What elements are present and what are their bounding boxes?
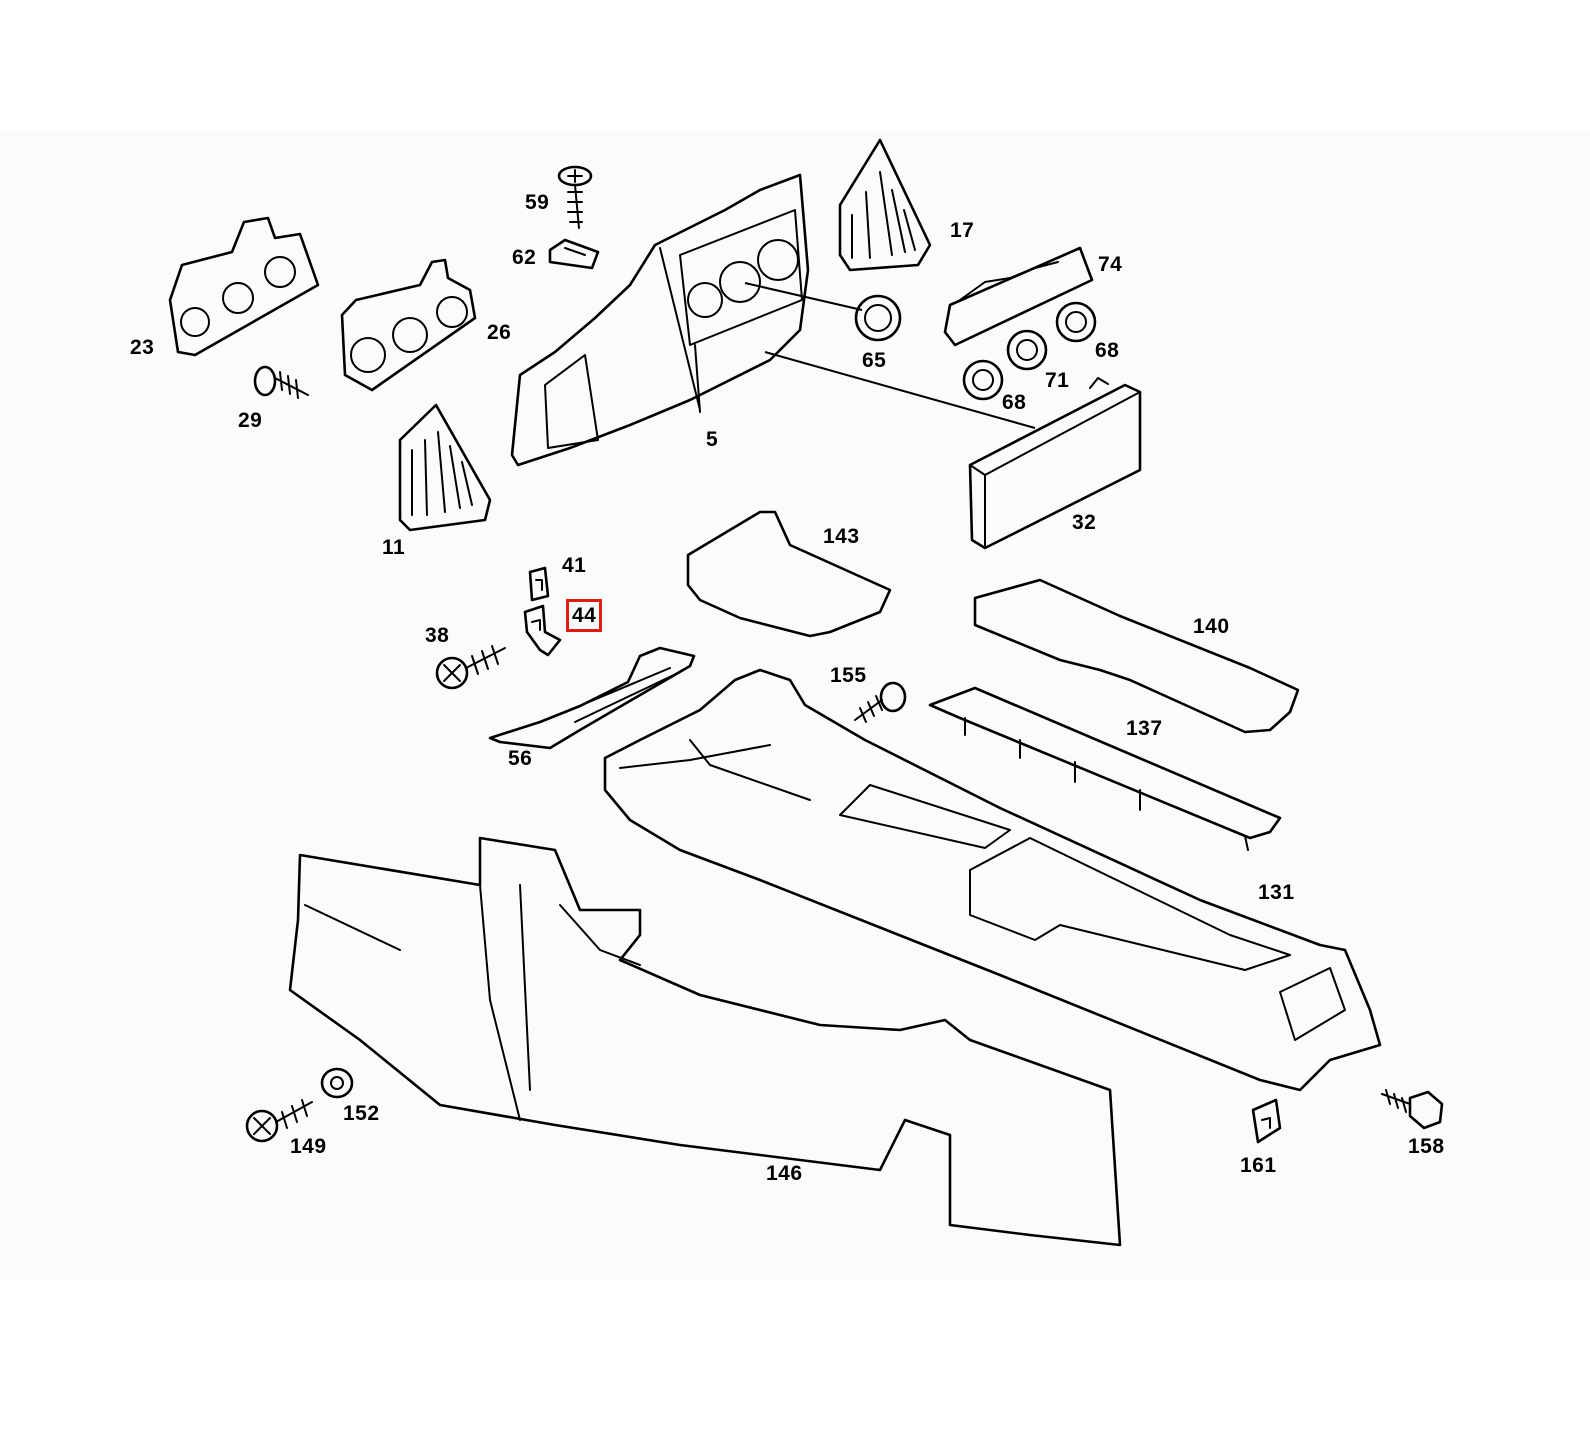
part-label-74[interactable]: 74 bbox=[1098, 253, 1123, 276]
part-68-ring-top[interactable] bbox=[1055, 301, 1097, 343]
part-label-59[interactable]: 59 bbox=[525, 191, 550, 214]
part-140-lower-trim[interactable] bbox=[288, 836, 1122, 1247]
part-23-bezel[interactable] bbox=[168, 216, 320, 357]
part-label-149[interactable]: 149 bbox=[290, 1135, 327, 1158]
part-143-tray-insert[interactable] bbox=[686, 510, 892, 638]
part-59-screw[interactable] bbox=[557, 165, 593, 229]
part-label-161[interactable]: 161 bbox=[1240, 1154, 1277, 1177]
part-62-clip[interactable] bbox=[548, 238, 600, 270]
part-38-screw[interactable] bbox=[435, 645, 506, 690]
part-131-center-console[interactable] bbox=[603, 668, 1382, 1092]
part-label-71[interactable]: 71 bbox=[1045, 369, 1070, 392]
part-label-143[interactable]: 143 bbox=[823, 525, 860, 548]
part-label-146[interactable]: 140 bbox=[1193, 615, 1230, 638]
part-label-41[interactable]: 41 bbox=[562, 554, 587, 577]
part-label-32[interactable]: 32 bbox=[1072, 511, 1097, 534]
part-label-26[interactable]: 26 bbox=[487, 321, 512, 344]
part-155-screw[interactable] bbox=[854, 681, 907, 723]
part-label-38[interactable]: 38 bbox=[425, 624, 450, 647]
part-label-152[interactable]: 152 bbox=[343, 1102, 380, 1125]
part-label-155[interactable]: 155 bbox=[830, 664, 867, 687]
part-11-vent[interactable] bbox=[398, 403, 492, 532]
part-label-65[interactable]: 65 bbox=[862, 349, 887, 372]
part-label-68-bottom[interactable]: 68 bbox=[1002, 391, 1027, 414]
part-label-158[interactable]: 158 bbox=[1408, 1135, 1445, 1158]
part-137-trim-rail[interactable] bbox=[928, 686, 1282, 851]
part-26-plate[interactable] bbox=[340, 258, 477, 392]
part-146-armrest[interactable] bbox=[973, 578, 1300, 734]
leader-65 bbox=[744, 282, 863, 311]
part-29-screw[interactable] bbox=[253, 365, 309, 399]
part-41-clip[interactable] bbox=[528, 566, 550, 602]
part-65-grommet[interactable] bbox=[854, 294, 902, 342]
part-label-44-highlighted[interactable]: 44 bbox=[565, 599, 603, 632]
part-74-switch-strip[interactable] bbox=[943, 246, 1094, 347]
part-label-17[interactable]: 17 bbox=[950, 219, 975, 242]
part-56-bracket[interactable] bbox=[488, 646, 696, 750]
part-17-vent[interactable] bbox=[838, 138, 932, 272]
part-68-ring-bottom[interactable] bbox=[962, 359, 1004, 401]
part-44-clip[interactable] bbox=[523, 604, 562, 657]
part-label-62[interactable]: 62 bbox=[512, 246, 537, 269]
part-label-131[interactable]: 131 bbox=[1258, 881, 1295, 904]
part-label-140[interactable]: 146 bbox=[766, 1162, 803, 1185]
part-label-68-top[interactable]: 68 bbox=[1095, 339, 1120, 362]
part-149-screw[interactable] bbox=[245, 1099, 313, 1143]
part-5-center-panel[interactable] bbox=[510, 173, 810, 467]
part-label-5[interactable]: 5 bbox=[706, 428, 719, 451]
part-label-137[interactable]: 137 bbox=[1126, 717, 1163, 740]
part-152-washer[interactable] bbox=[320, 1067, 354, 1099]
part-161-clip[interactable] bbox=[1251, 1098, 1282, 1144]
part-158-bolt[interactable] bbox=[1381, 1089, 1444, 1130]
part-label-11[interactable]: 11 bbox=[382, 536, 406, 559]
part-32-storage-box[interactable] bbox=[968, 377, 1142, 550]
part-label-29[interactable]: 29 bbox=[238, 409, 263, 432]
leader-32 bbox=[764, 351, 1036, 429]
part-71-ring[interactable] bbox=[1006, 329, 1048, 371]
part-label-56[interactable]: 56 bbox=[508, 747, 533, 770]
part-label-23[interactable]: 23 bbox=[130, 336, 155, 359]
